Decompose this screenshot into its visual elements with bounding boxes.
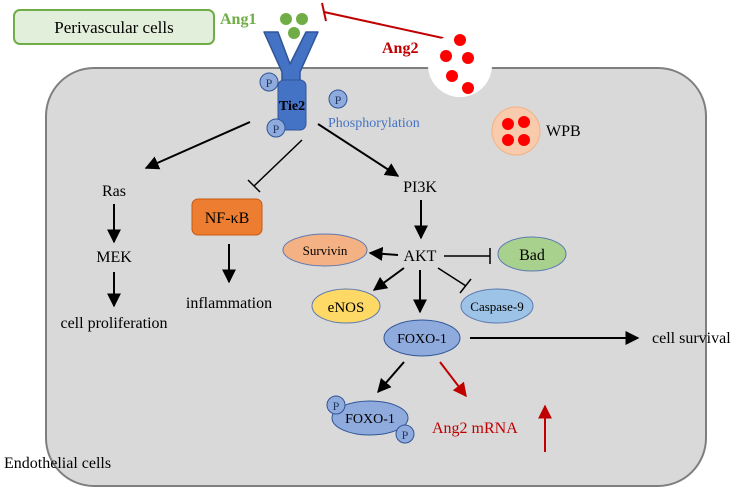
ang1-label: Ang1 [220, 11, 256, 28]
ang2-inhibition-bar [321, 2, 327, 22]
svg-text:P: P [333, 399, 340, 413]
inhibit-akt-to-caspase9 [437, 267, 467, 287]
wpb-body [491, 106, 541, 156]
bad-node [497, 236, 567, 272]
wpb-label: WPB [546, 123, 581, 140]
caspase9-node [460, 288, 534, 324]
ras-label: Ras [102, 183, 126, 200]
arrow-tie2-to-ras [144, 121, 251, 170]
svg-text:P: P [266, 76, 273, 90]
enos-label: eNOS [328, 300, 365, 316]
inhibit-akt-to-caspase9-bar [459, 278, 472, 294]
phosphorylation-label: Phosphorylation [328, 116, 420, 131]
foxo1-label: FOXO-1 [397, 332, 447, 347]
nfkb-box [191, 198, 263, 236]
phosphate-tie2-2: P [328, 89, 348, 109]
perivascular-cells-box [13, 9, 215, 45]
foxo1-node [383, 319, 461, 357]
arrow-foxo1-to-ang2-mrna [439, 361, 467, 398]
tie2-label: Tie2 [279, 99, 305, 114]
pi3k-label: PI3K [403, 179, 437, 196]
survivin-node [282, 233, 368, 267]
nfkb-label: NF-κB [205, 210, 250, 227]
foxo1-phosphorylated-label: FOXO-1 [345, 412, 395, 427]
ang2-vesicle [428, 33, 492, 97]
inhibit-tie2-to-nfkb [253, 139, 303, 187]
ang2-molecules [440, 34, 474, 94]
ang2-mrna-label: Ang2 mRNA [432, 420, 518, 437]
akt-label: AKT [404, 248, 437, 265]
arrow-akt-to-enos [372, 267, 405, 291]
mek-label: MEK [96, 249, 132, 266]
phosphate-foxo1-2: P [395, 424, 415, 444]
arrow-akt-to-survivin [368, 246, 399, 261]
svg-text:P: P [273, 122, 280, 136]
arrow-tie2-to-pi3k [317, 123, 400, 177]
foxo1-phosphorylated-node [331, 400, 409, 436]
cell-survival-label: cell survival [652, 330, 731, 347]
svg-text:P: P [335, 93, 342, 107]
phosphate-tie2-3: P [266, 118, 286, 138]
ang2-label: Ang2 [382, 40, 418, 57]
inhibit-tie2-to-nfkb-bar [247, 179, 261, 193]
cell-proliferation-label: cell proliferation [60, 315, 167, 332]
tie2-receptor [263, 31, 319, 131]
enos-node [311, 288, 381, 324]
svg-text:P: P [402, 428, 409, 442]
arrow-foxo1-to-foxo1p [377, 361, 405, 394]
ang1-molecules [280, 13, 308, 39]
bad-label: Bad [519, 247, 545, 264]
endothelial-cells-label: Endothelial cells [4, 455, 111, 472]
phosphate-foxo1-1: P [326, 395, 346, 415]
ang2-inhibition-line [323, 11, 453, 41]
inflammation-label: inflammation [186, 295, 272, 312]
caspase9-label: Caspase-9 [470, 299, 523, 314]
phosphate-tie2-1: P [259, 72, 279, 92]
perivascular-cells-label: Perivascular cells [54, 18, 173, 37]
survivin-label: Survivin [303, 243, 348, 258]
